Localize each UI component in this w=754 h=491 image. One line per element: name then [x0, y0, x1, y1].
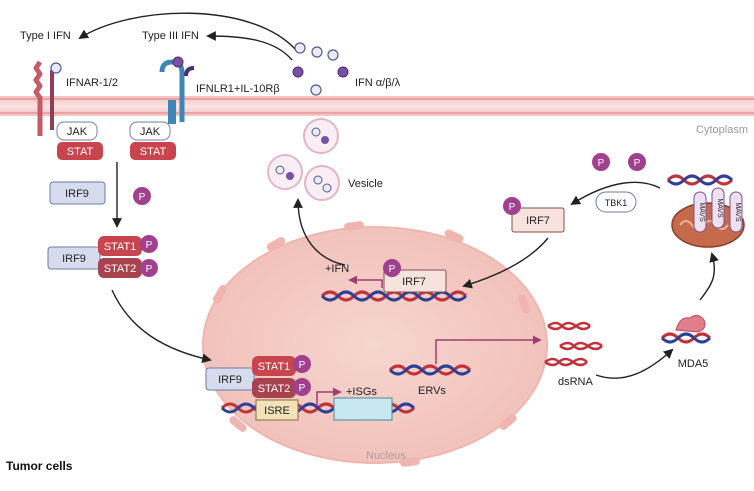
irf9-label-1: IRF9: [65, 188, 89, 200]
phosphate-label-3: P: [146, 264, 153, 275]
arrow-isgs: [316, 387, 342, 406]
phosphate-label-4: P: [299, 360, 306, 371]
arrow-to-type1-ifn: [78, 12, 297, 51]
jak-label-left: JAK: [67, 126, 88, 138]
stat1-label-1: STAT1: [104, 241, 137, 253]
stat-label-right: STAT: [140, 146, 167, 158]
mavs-label-2: MAVS: [716, 198, 723, 218]
isgs-label: +ISGs: [346, 386, 377, 398]
ifnar-receptor: [33, 60, 62, 136]
jak-label-right: JAK: [140, 126, 161, 138]
phosphate-label-8: P: [598, 158, 605, 169]
arrow-mavs-to-irf7: [570, 181, 661, 206]
mda5: [660, 314, 712, 344]
dsrna: [544, 321, 603, 367]
stat2-label-1: STAT2: [104, 263, 137, 275]
arrow-mda5-to-mavs: [699, 252, 719, 301]
isgf3-complex-cytoplasm: IRF9 STAT1 STAT2 P P: [47, 235, 158, 278]
irf7-box-cyto: [511, 207, 565, 233]
ifnlr-label: IFNLR1+IL-10Rβ: [196, 83, 280, 95]
cell-membrane: [0, 96, 754, 116]
irf7-label-nuc: IRF7: [402, 276, 426, 288]
arrow-dsrna-to-mda5: [595, 348, 674, 379]
type1-ifn-label: Type I IFN: [20, 30, 71, 42]
phosphate-label-5: P: [299, 383, 306, 394]
stat-label-left: STAT: [67, 146, 94, 158]
ervs-label: ERVs: [418, 385, 446, 397]
arrow-plus-ifn: [348, 275, 383, 288]
ifn-ligands: [292, 42, 349, 96]
phosphate-irf7-nuc: [383, 259, 401, 277]
irf7-label-cyto: IRF7: [526, 215, 550, 227]
isgf3-complex-nucleus: IRF9 STAT1 STAT2 P P: [205, 355, 311, 398]
jak-stat-right: JAK STAT: [129, 121, 176, 160]
ifnar-label: IFNAR-1/2: [66, 77, 118, 89]
phosphate-tbk1-2: [628, 153, 646, 171]
mavs-label-1: MAVS: [698, 202, 705, 222]
irf9-box-1: [49, 181, 106, 205]
phosphate-tbk1-1: [592, 153, 610, 171]
irf9-label-2: IRF9: [62, 253, 86, 265]
nucleus-label: Nucleus: [366, 450, 406, 462]
arrow-into-nucleus: [111, 289, 212, 364]
phosphate-label-1: P: [139, 192, 146, 203]
tbk1-label: TBK1: [605, 198, 628, 208]
type3-ifn-label: Type III IFN: [142, 30, 199, 42]
nucleus: [202, 221, 548, 467]
vesicle-label: Vesicle: [348, 178, 383, 190]
isre-label: ISRE: [264, 405, 290, 417]
plus-ifn-label: +IFN: [325, 263, 349, 275]
phosphate-label-9: P: [634, 158, 641, 169]
ifn-abl-label: IFN α/β/λ: [355, 77, 401, 89]
stat1-label-2: STAT1: [258, 361, 291, 373]
jak-stat-left: JAK STAT: [56, 121, 103, 160]
arrow-to-type3-ifn: [206, 31, 293, 61]
tbk1-box: [595, 191, 637, 213]
phosphate-irf7-cyto: [503, 197, 521, 215]
arrow-to-vesicle: [293, 198, 346, 266]
phosphate-label-2: P: [146, 240, 153, 251]
vesicles: [267, 118, 340, 201]
ifn-gene-dna: [320, 269, 468, 302]
isre-dna: [220, 397, 416, 421]
phosphate-1: [133, 187, 151, 205]
mavs-label-3: MAVS: [734, 202, 741, 222]
tumor-cells-label: Tumor cells: [6, 459, 73, 473]
arrow-irf7-to-nucleus: [462, 237, 549, 289]
stat2-label-2: STAT2: [258, 383, 291, 395]
mda5-label: MDA5: [678, 358, 709, 370]
mitochondrion-mavs: MAVS MAVS MAVS: [666, 174, 745, 248]
phosphate-label-7: P: [509, 202, 516, 213]
dsrna-label: dsRNA: [558, 376, 594, 388]
irf9-label-3: IRF9: [218, 374, 242, 386]
arrow-ervs-to-dsrna: [435, 335, 542, 364]
ifnlr-receptor: [159, 56, 195, 124]
phosphate-label-6: P: [389, 264, 396, 275]
ervs-dna: [388, 364, 472, 376]
cytoplasm-label: Cytoplasm: [696, 124, 748, 136]
